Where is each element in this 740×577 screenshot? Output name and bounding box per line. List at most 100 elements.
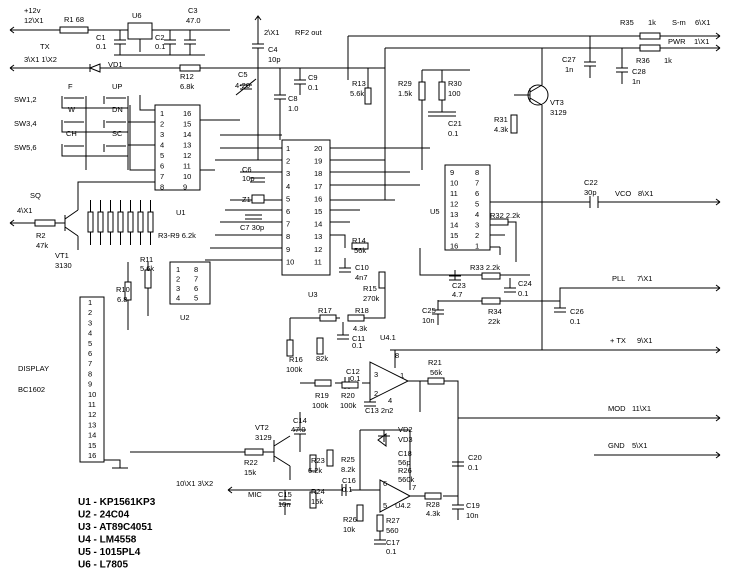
value-c28: 1n [632,77,640,86]
label-c19: C19 [466,501,480,510]
u3-pins-right-2: 18 [314,169,322,178]
capacitor-c6 [250,177,265,183]
resistor-r35 [639,32,661,40]
value-c21: 0.1 [448,129,458,138]
wire-tx [9,64,90,72]
label-switch-ch: CH [66,129,77,138]
u42-pin-2: 7 [412,483,416,492]
label-c25: C25 [422,306,436,315]
net-label-12v: +12v [24,6,41,15]
u1-pins-left-4: 5 [160,151,164,160]
u1-pins-left-6: 7 [160,172,164,181]
value-r14: 56k [354,246,366,255]
value-r2: 47k [36,241,48,250]
u1-pins-left-1: 2 [160,120,164,129]
label-r22: R22 [244,458,258,467]
wires-u41 [300,350,428,412]
net-label-sq: SQ [30,191,41,200]
label-c22: C22 [584,178,598,187]
capacitor-c14 [294,412,306,452]
label-sw34: SW3,4 [14,119,37,128]
u5-pins-left-5: 14 [450,221,458,230]
opamp-u42 [379,479,412,513]
u5-pins-left-3: 12 [450,200,458,209]
u5-pins-left-2: 11 [450,189,458,198]
switch-array [61,96,129,170]
resistor-r15 [378,271,386,289]
label-r27: R27 [386,516,400,525]
u3-pins-left-6: 7 [286,220,290,229]
port-sm: 6\X1 [695,18,710,27]
value-c27: 1n [565,65,573,74]
u3-pins-left-2: 3 [286,169,290,178]
resistor-bank-element [87,211,94,233]
label-u41: U4.1 [380,333,396,342]
label-switch-up: UP [112,82,122,91]
label-c13: C13 2n2 [365,406,393,415]
label-switch-sc: SC [112,129,123,138]
label-u2: U2 [180,313,190,322]
u2-pins-left-1: 2 [176,275,180,284]
label-c5: C5 [238,70,248,79]
u1-pins-left-5: 6 [160,162,164,171]
wire-plus-tx [390,346,721,354]
u3-pins-left-4: 5 [286,194,290,203]
wire-pwr [385,44,721,52]
value-r11: 5.6k [140,264,154,273]
display-pin-15: 16 [88,451,96,460]
resistor-r19 [314,379,332,387]
legend-line-5: U6 - L7805 [78,560,128,571]
label-r19: R19 [315,391,329,400]
value-c8: 1.0 [288,104,298,113]
chip-u2 [169,261,211,305]
label-c24: C24 [518,279,532,288]
resistor-r18 [347,314,365,322]
label-vt3: VT3 [550,98,564,107]
display-pin-9: 10 [88,390,96,399]
resistor-bank-element [117,211,124,233]
value-vt3: 3129 [550,108,567,117]
u2-pins-right-2: 6 [194,284,198,293]
label-r26b: R26 [343,515,357,524]
value-r26: 560k [398,475,415,484]
label-c8: C8 [288,94,298,103]
capacitor-c7 [245,214,262,220]
label-vt2: VT2 [255,423,269,432]
capacitor-c20 [452,455,464,467]
label-switch-f: F [68,82,73,91]
resistor-r25 [326,449,334,467]
resistor-r21 [427,377,445,385]
value-r29: 1.5k [398,89,412,98]
label-r33: R33 2.2k [470,263,500,272]
resistor-r29 [418,81,426,101]
value-c12: 0.1 [350,374,360,383]
u2-pins-left-0: 1 [176,265,180,274]
resistor-r36 [639,44,661,52]
capacitor-c3 [120,30,205,56]
capacitor-c27 [584,36,596,78]
wire-vco [490,196,721,208]
label-r36: R36 [636,56,650,65]
wires-u3-right [330,147,430,248]
u41-pin-2: 2 [374,389,378,398]
label-r10: R10 [116,285,130,294]
label-u6: U6 [132,11,142,20]
value-c16: 0.1 [342,485,352,494]
value-c4: 10p [268,55,281,64]
capacitor-c15 [279,490,291,515]
u1-pins-right-5: 11 [183,162,191,171]
u42-pin-1: 5 [383,501,387,510]
u2-pins-right-1: 7 [194,275,198,284]
label-r25: R25 [341,455,355,464]
value-c18: 56p [398,458,411,467]
label-r30: R30 [448,79,462,88]
value-r36: 1k [664,56,672,65]
u3-pins-left-3: 4 [286,182,290,191]
crystal-z1 [251,194,265,204]
label-r18: R18 [355,306,369,315]
resistor-bank-element [147,211,154,233]
label-c2: C2 [155,33,165,42]
u2-pins-right-3: 5 [194,294,198,303]
u1-pins-right-0: 16 [183,109,191,118]
